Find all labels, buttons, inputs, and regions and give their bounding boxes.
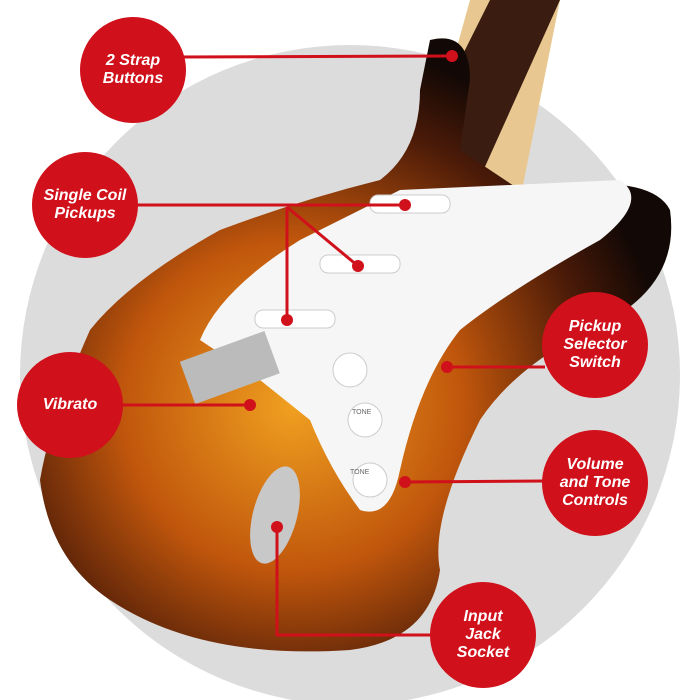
jack-plate xyxy=(250,466,300,564)
callout-pickup-selector: Pickup Selector Switch xyxy=(542,292,648,398)
pickup xyxy=(254,309,336,329)
pickguard xyxy=(200,180,632,512)
knob xyxy=(347,402,383,438)
callout-single-coil-pickups: Single Coil Pickups xyxy=(32,152,138,258)
callout-dots xyxy=(244,50,458,533)
knob xyxy=(332,352,368,388)
knob-label: TONE xyxy=(350,469,370,476)
bridge xyxy=(179,330,280,405)
callout-input-jack: Input Jack Socket xyxy=(430,582,536,688)
callout-lines xyxy=(120,54,546,637)
callout-volume-tone: Volume and Tone Controls xyxy=(542,430,648,536)
callout-strap-buttons: 2 Strap Buttons xyxy=(80,17,186,123)
knob-label: TONE xyxy=(352,409,372,416)
knob xyxy=(352,462,388,498)
callout-vibrato: Vibrato xyxy=(17,352,123,458)
